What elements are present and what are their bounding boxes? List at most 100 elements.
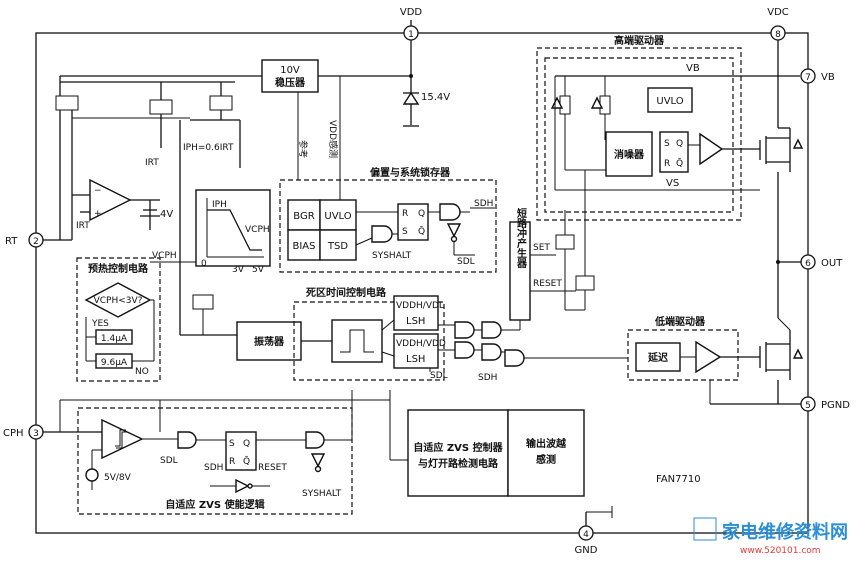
- pin-pgnd-number: 5: [805, 401, 811, 411]
- zener-voltage-label: 15.4V: [421, 92, 450, 103]
- high-side-driver: 高端驱动器 VB UVLO 消噪器 S R Q Q̄ VS: [536, 34, 800, 221]
- zvs-controller: 自适应 ZVS 控制器 与灯开路检测电路: [407, 409, 509, 497]
- graph-x2: 5V: [252, 265, 265, 275]
- zvs-ctrl-line2: 与灯开路检测电路: [418, 457, 499, 470]
- zvs-syshalt: SYSHALT: [302, 489, 342, 499]
- sdl-signal: SDL: [430, 371, 448, 381]
- output-sense: 输出波越 感测: [507, 409, 585, 497]
- pin-gnd-label: GND: [575, 545, 598, 556]
- hs-r: R: [664, 159, 670, 169]
- bias-latch-block: 偏置与系统锁存器 BGR UVLO BIAS TSD R S Q Q̄ SDH …: [279, 166, 497, 273]
- pin-pgnd: 5 PGND: [800, 396, 850, 412]
- low-side-mosfet: [759, 330, 804, 380]
- chip-name: FAN7710: [656, 474, 701, 485]
- tsd-label: TSD: [327, 241, 348, 252]
- zvs-sdh: SDH: [204, 463, 223, 473]
- preheat-current1: 1.4μA: [101, 334, 128, 344]
- deadtime-lsh1: LSH: [406, 316, 425, 327]
- reset-signal: RESET: [533, 279, 562, 289]
- reference-label: 参考: [297, 140, 309, 158]
- set-signal: SET: [533, 243, 550, 253]
- pin-vb: 7 VB: [800, 68, 835, 84]
- zvs-q: Q: [243, 439, 250, 449]
- vcph-label: VCPH: [152, 251, 177, 261]
- pin-rt-label: RT: [5, 236, 18, 247]
- latch-syshalt: SYSHALT: [372, 251, 412, 261]
- hs-driver-title: 高端驱动器: [614, 34, 665, 47]
- bgr-label: BGR: [293, 211, 314, 222]
- hs-uvlo: UVLO: [656, 96, 683, 107]
- oscillator: 振荡器: [236, 321, 302, 361]
- chip-outline: [35, 32, 809, 534]
- irt-label: IRT: [145, 158, 159, 168]
- latch-qbar: Q̄: [418, 225, 425, 237]
- pin-cph: 3 CPH: [3, 424, 44, 440]
- preheat-control: 预热控制电路 VCPH<3V? YES 1.4μA 9.6μA NO: [76, 257, 161, 382]
- current-mirror: [55, 76, 241, 335]
- rt-opamp: − +: [43, 110, 160, 241]
- deadtime-control: 死区时间控制电路 VDDH/VDL LSH VDDH/VDD LSH: [293, 286, 446, 381]
- latch-sdl: SDL: [457, 257, 475, 267]
- deadtime-top2: VDDH/VDD: [396, 339, 446, 349]
- pin-rt: 2 RT: [5, 232, 44, 248]
- svg-text:+: +: [94, 209, 102, 219]
- hs-s: S: [664, 139, 670, 149]
- iph-label: IPH=0.6IRT: [183, 143, 234, 153]
- ls-delay: 延迟: [647, 351, 668, 364]
- pin-cph-label: CPH: [3, 428, 24, 439]
- pulse-generator-label: 短路冲产生器: [515, 207, 528, 269]
- preheat-title: 预热控制电路: [88, 262, 149, 275]
- zvs-r: R: [229, 457, 235, 467]
- zvs-logic-title: 自适应 ZVS 使能逻辑: [165, 498, 264, 511]
- sdh-signal: SDH: [478, 373, 497, 383]
- bias-label: BIAS: [293, 241, 316, 252]
- zener-diode: 15.4V: [402, 91, 450, 127]
- pin-vb-number: 7: [805, 73, 811, 83]
- high-side-mosfet: [759, 127, 804, 172]
- zvs-enable-logic: 自适应 ZVS 使能逻辑 5V/8V SDL S R Q Q̄ SDH RESE…: [43, 407, 353, 515]
- out-sense-line1: 输出波越: [526, 437, 567, 450]
- zvs-qbar: Q̄: [243, 455, 250, 467]
- vdd-sense-label: VDD感测: [327, 120, 339, 158]
- preheat-current2: 9.6μA: [101, 358, 128, 368]
- iph-graph: IPH VCPH 0 3V 5V: [195, 189, 271, 275]
- pin-gnd-number: 4: [583, 530, 589, 540]
- graph-origin: 0: [201, 259, 207, 269]
- pin-vdd-number: 1: [408, 30, 414, 40]
- hs-vs-label: VS: [666, 178, 679, 189]
- preheat-yes: YES: [91, 319, 109, 329]
- latch-sdh: SDH: [474, 199, 493, 209]
- zvs-s: S: [229, 439, 235, 449]
- deadtime-top1: VDDH/VDL: [396, 301, 444, 311]
- pin-pgnd-label: PGND: [821, 400, 850, 411]
- latch-q: Q: [418, 209, 425, 219]
- irt-input-label: IRT: [76, 221, 90, 231]
- preheat-no: NO: [135, 367, 149, 377]
- watermark-url: www.520101.com: [740, 546, 821, 556]
- svg-text:−: −: [94, 186, 102, 196]
- pin-vdd: 1 VDD: [400, 7, 423, 41]
- watermark: 家电维修资料网 www.520101.com: [693, 517, 848, 556]
- regulator-line1: 10V: [280, 65, 300, 76]
- latch-r: R: [402, 209, 408, 219]
- pin-out: 6 OUT: [800, 254, 843, 270]
- regulator-10v: 10V 稳压器: [261, 59, 319, 93]
- pin-out-number: 6: [805, 259, 811, 269]
- bias-latch-title: 偏置与系统锁存器: [370, 166, 451, 179]
- uvlo-label: UVLO: [324, 211, 351, 222]
- zvs-reset: RESET: [258, 463, 287, 473]
- oscillator-label: 振荡器: [254, 335, 285, 348]
- pulse-generator: 短路冲产生器: [509, 207, 531, 330]
- deadtime-title: 死区时间控制电路: [306, 286, 387, 299]
- hs-filter: 消噪器: [614, 148, 645, 161]
- hs-vb-label: VB: [686, 63, 700, 74]
- pin-vdd-label: VDD: [400, 7, 423, 18]
- graph-x1: 3V: [232, 265, 245, 275]
- out-sense-line2: 感测: [536, 453, 556, 466]
- ls-driver-title: 低端驱动器: [654, 315, 706, 328]
- hs-q: Q: [676, 139, 683, 149]
- graph-curve-label: VCPH: [245, 225, 270, 235]
- low-side-driver: 低端驱动器 延迟: [627, 315, 760, 381]
